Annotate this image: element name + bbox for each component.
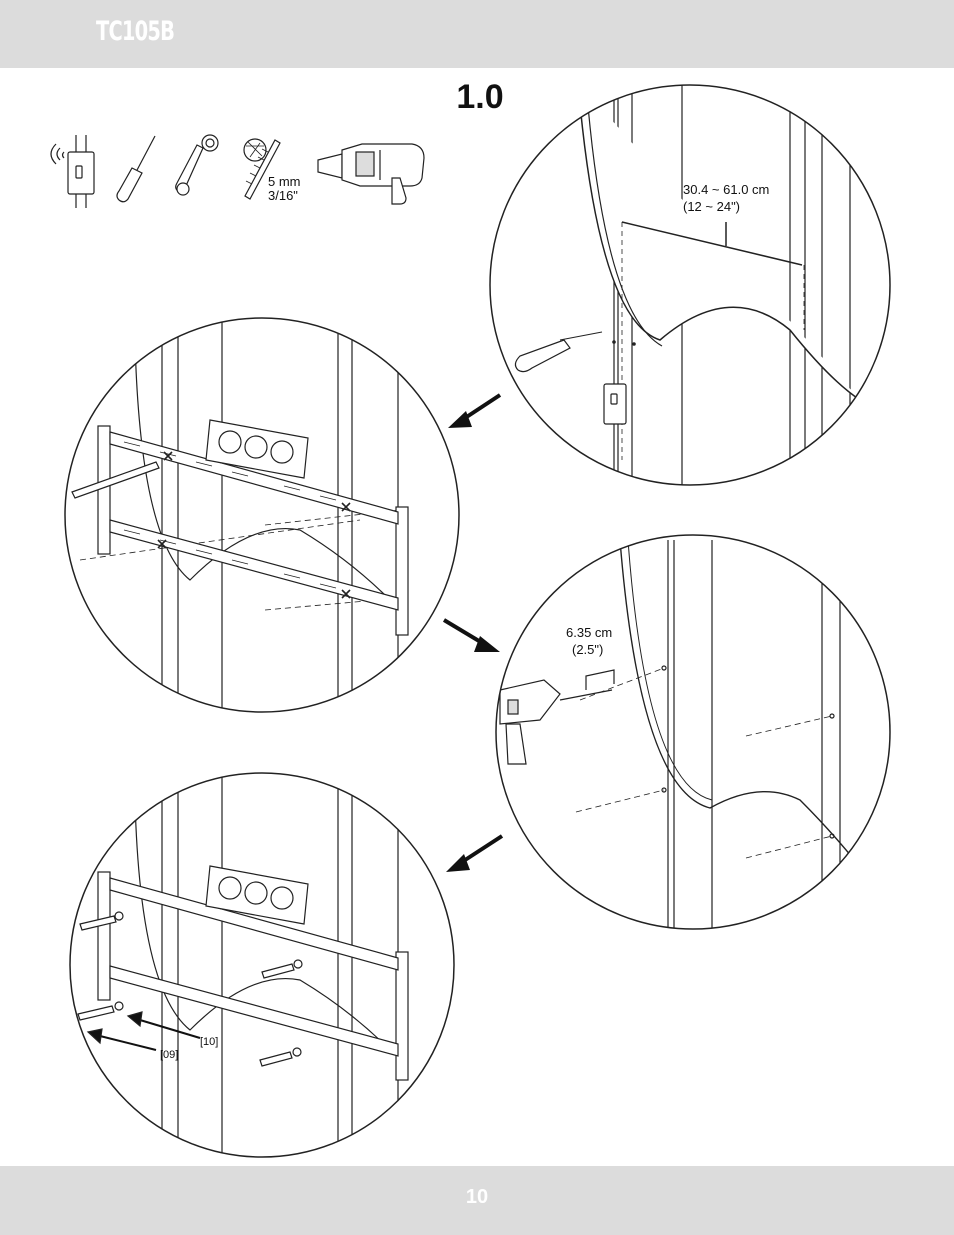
stud-spacing-in: (12 ~ 24") — [683, 199, 740, 214]
drill-holes-panel: 6.35 cm (2.5") — [495, 534, 891, 930]
step-number: 1.0 — [456, 78, 504, 116]
page-number: 10 — [465, 1186, 489, 1208]
model-number: TC105B — [96, 16, 175, 47]
tools-row: 5 mm 3/16" — [50, 134, 425, 208]
stud-spacing-cm: 30.4 ~ 61.0 cm — [683, 182, 769, 197]
arrow-icon — [446, 834, 504, 872]
part-label-10: [10] — [200, 1036, 218, 1048]
arrow-icon — [448, 393, 502, 428]
drill-bit-icon — [243, 138, 281, 200]
stud-finder-icon — [50, 135, 95, 208]
drill-bit-size-in: 3/16" — [268, 188, 298, 203]
wrench-icon — [175, 134, 219, 196]
mark-holes-panel — [64, 317, 460, 713]
awl-icon — [116, 135, 156, 203]
drill-depth-in: (2.5") — [572, 642, 603, 657]
page-footer: 10 — [0, 1166, 954, 1235]
install-bolts-panel: [10] [09] — [69, 772, 455, 1158]
drill-bit-size-mm: 5 mm — [268, 174, 301, 189]
page-header: TC105B — [0, 0, 954, 68]
arrow-icon — [442, 618, 500, 652]
stud-location-panel: 30.4 ~ 61.0 cm (12 ~ 24") — [489, 84, 891, 486]
power-drill-icon — [317, 143, 425, 205]
drill-depth-cm: 6.35 cm — [566, 625, 612, 640]
part-label-09: [09] — [160, 1049, 178, 1061]
